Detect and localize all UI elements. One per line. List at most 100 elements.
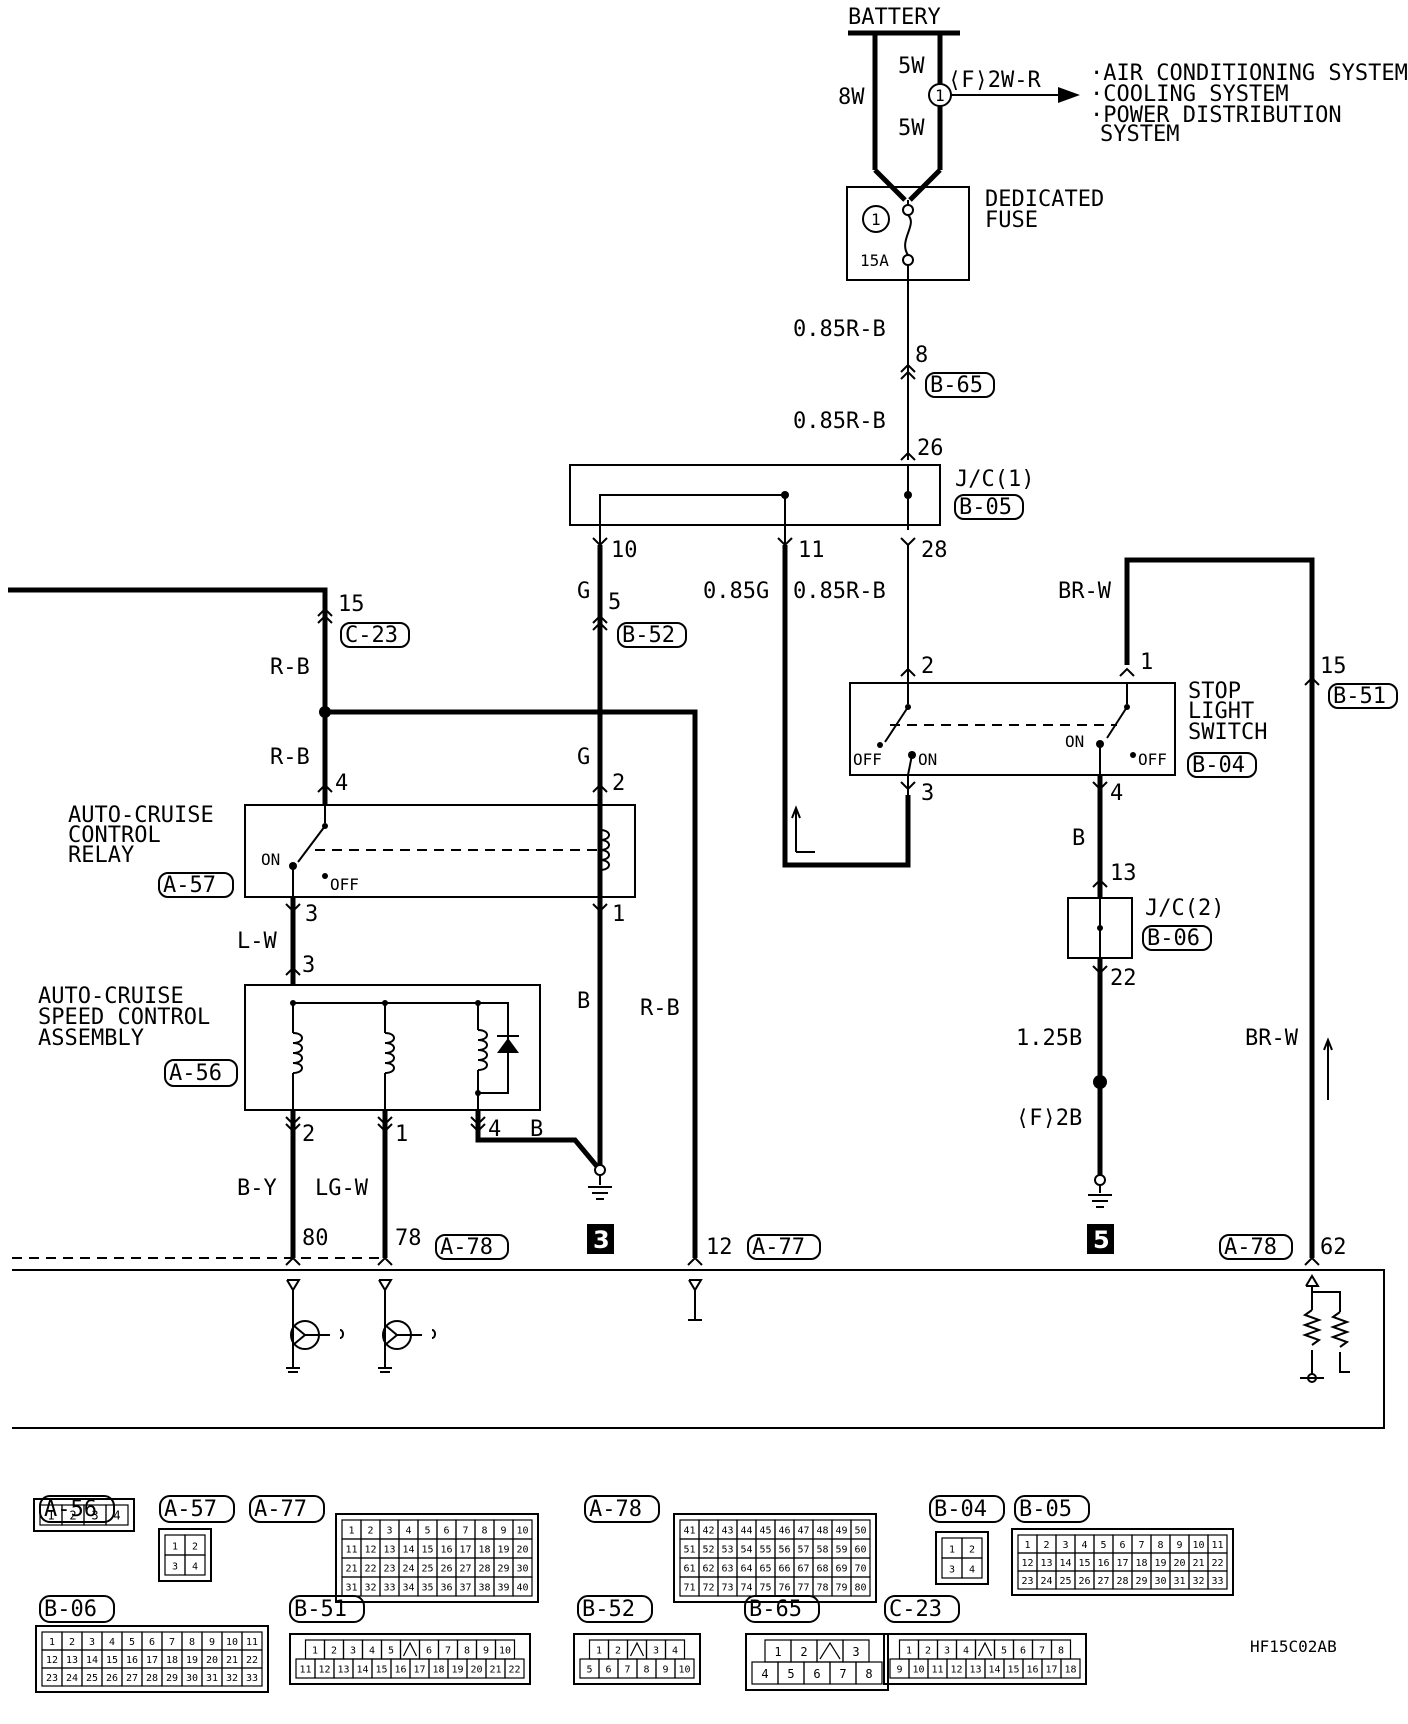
auto-cruise-control-relay: 4 2 ON OFF AUTO-CRUISE CONTROL RELAY A-5…	[68, 771, 636, 927]
legend-b-51-pin: 8	[464, 1646, 470, 1657]
connector-a78-right-frame	[1219, 1234, 1293, 1260]
pin-4-assembly: 4	[488, 1117, 501, 1142]
feed-arrow-icon	[1058, 87, 1080, 103]
legend-a-77-pin: 9	[500, 1526, 506, 1537]
legend-b-06-pin: 23	[46, 1673, 58, 1684]
connector-b65: B-65	[930, 373, 983, 398]
wire-label-b-ground: B	[530, 1117, 543, 1142]
wire-label-8w: 8W	[838, 85, 865, 110]
legend-b-06-pin: 8	[189, 1637, 195, 1648]
legend-b-51-pin: 18	[432, 1665, 444, 1676]
connector-a56-frame	[164, 1059, 238, 1087]
legend-a-78-pin: 58	[816, 1545, 828, 1556]
legend-c-23-pin: 1	[906, 1646, 912, 1657]
legend-a-77-pin: 23	[383, 1564, 395, 1575]
wire-rb-branch	[325, 709, 698, 1258]
connector-b52: B-52	[622, 623, 675, 648]
ecu-input-62	[1300, 1274, 1350, 1383]
legend-a-78-pin: 72	[702, 1583, 714, 1594]
legend-c-23-pin: 15	[1007, 1665, 1019, 1676]
connector-b65-frame	[925, 372, 995, 398]
legend-b-65-pin: 1	[774, 1645, 781, 1659]
legend-a-77-pin: 1	[348, 1526, 354, 1537]
legend-b-65-cavity	[855, 1661, 883, 1685]
legend-b-06-pin: 31	[206, 1673, 218, 1684]
switch-left-on-lead	[907, 754, 913, 776]
legend-b-05-pin: 31	[1173, 1576, 1185, 1587]
legend-a-78-pin: 53	[721, 1545, 733, 1556]
ground-5-badge	[1087, 1224, 1114, 1254]
legend-a-78-pin: 46	[778, 1526, 790, 1537]
wire-label-rb-top: R-B	[270, 655, 310, 680]
ecu-62-pullup-lead	[1311, 1286, 1341, 1312]
legend-b-05-pin: 30	[1154, 1576, 1166, 1587]
legend-a-78-pin: 64	[740, 1564, 752, 1575]
legend-b-05-pin: 8	[1157, 1540, 1163, 1551]
legend-a-56-cavity	[105, 1504, 129, 1526]
legend-a-77-pin: 27	[459, 1564, 471, 1575]
legend-b-06-pin: 13	[66, 1655, 78, 1666]
battery-section: BATTERY 8W 5W 5W 1 ⟨F⟩2W-R ·AIR CONDITIO…	[838, 5, 1408, 281]
legend-b-06-pin: 27	[126, 1673, 138, 1684]
legend-a-78-pin: 77	[797, 1583, 809, 1594]
legend-c-23-pin: 2	[925, 1646, 931, 1657]
wire-b-ground	[475, 1110, 602, 1172]
legend-b-51-pin: 12	[318, 1665, 330, 1676]
legend-b-65-pin: 3	[852, 1645, 859, 1659]
ground-3-icon	[588, 1186, 612, 1200]
legend-c-23-pin: 10	[912, 1665, 924, 1676]
legend-b-51-label: B-51	[294, 1597, 347, 1622]
legend-b-05-pin: 18	[1135, 1558, 1147, 1569]
switch-title-3: SWITCH	[1188, 720, 1267, 745]
legend-b-65-pin: 2	[800, 1645, 807, 1659]
legend-b-51-blank	[402, 1641, 418, 1657]
legend-b-05-pin: 6	[1119, 1540, 1125, 1551]
legend-b-05-pin: 15	[1078, 1558, 1090, 1569]
connector-c23: C-23	[345, 623, 398, 648]
legend-b-52-pin: 9	[662, 1665, 668, 1676]
connector-mark-switch-2	[900, 667, 916, 677]
legend-b-51-pin: 11	[299, 1665, 311, 1676]
legend-b-52-label: B-52	[582, 1597, 635, 1622]
legend-a-56-pin: 2	[69, 1508, 76, 1522]
legend-b-04-label-frame	[929, 1495, 1005, 1523]
relay-title-2: CONTROL	[68, 823, 161, 848]
pin-2-switch: 2	[921, 654, 934, 679]
legend-a-78-pin: 43	[721, 1526, 733, 1537]
connector-a77-frame	[747, 1234, 821, 1260]
connector-mark-62	[1304, 1256, 1320, 1266]
legend-b-51-pin: 5	[388, 1646, 394, 1657]
connector-b51-frame	[1328, 683, 1398, 709]
legend-a-77-pin: 25	[421, 1564, 433, 1575]
assembly-title-2: SPEED CONTROL	[38, 1005, 210, 1030]
jc1-dot-28	[904, 491, 912, 499]
pin-2-assembly: 2	[302, 1122, 315, 1147]
legend-b-06-pin: 20	[206, 1655, 218, 1666]
assembly-coil-2-icon	[384, 1032, 395, 1074]
legend-b-51-pin: 7	[445, 1646, 451, 1657]
legend-a-78-pin: 73	[721, 1583, 733, 1594]
connector-b05: B-05	[959, 495, 1012, 520]
legend-b-06-pin: 26	[106, 1673, 118, 1684]
legend-b-65-blank	[819, 1641, 841, 1660]
legend-c-23-cavity	[1060, 1658, 1081, 1679]
legend-b-05-pin: 27	[1097, 1576, 1109, 1587]
legend-c-23-blank	[977, 1641, 993, 1657]
legend-a-78-pin: 51	[683, 1545, 695, 1556]
legend-b-52-pin: 8	[643, 1665, 649, 1676]
connector-mark-80	[285, 1256, 301, 1266]
legend-b-06-label: B-06	[44, 1597, 97, 1622]
legend-a-77-pin: 3	[386, 1526, 392, 1537]
wire-rb-feed	[8, 587, 328, 805]
diagram-code: HF15C02AB	[1250, 1637, 1337, 1656]
legend-b-05-pin: 19	[1154, 1558, 1166, 1569]
legend-a-56-housing	[33, 1498, 135, 1532]
legend-a-56-label: A-56	[44, 1497, 97, 1522]
connector-a78-left-frame	[435, 1234, 509, 1260]
legend-b-05-pin: 23	[1021, 1576, 1033, 1587]
jc1-internal-10-11	[599, 494, 786, 545]
legend-b-05-pin: 3	[1062, 1540, 1068, 1551]
legend-b-05-pin: 29	[1135, 1576, 1147, 1587]
legend-b-65-pin: 5	[787, 1667, 794, 1681]
switch-title-1: STOP	[1188, 679, 1241, 704]
